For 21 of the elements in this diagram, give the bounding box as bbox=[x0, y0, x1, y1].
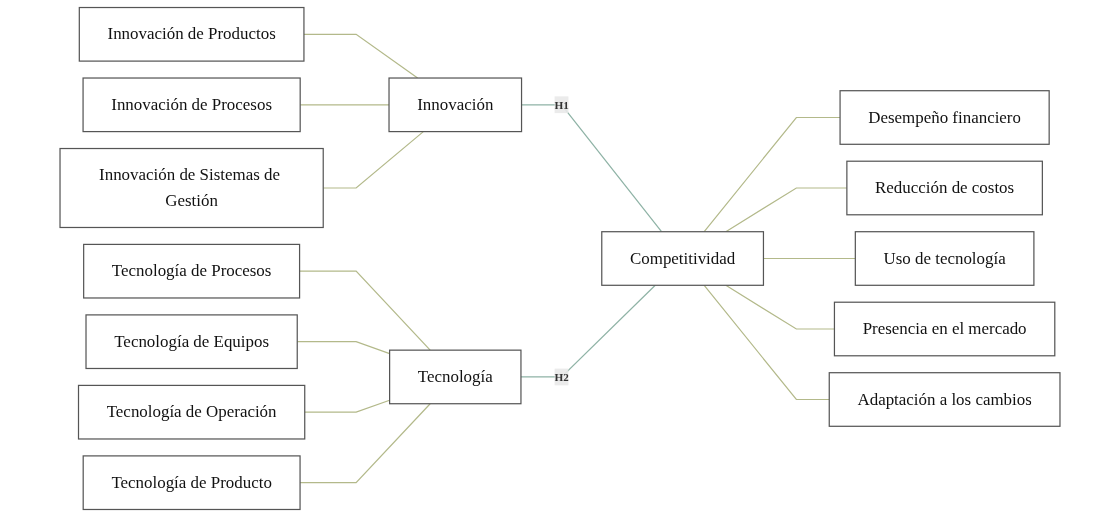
node-box: Tecnología de Equipos bbox=[85, 314, 298, 370]
node-box: Presencia en el mercado bbox=[833, 301, 1056, 357]
node-box: Adaptación a los cambios bbox=[828, 372, 1061, 427]
node-box: Competitividad bbox=[601, 231, 765, 286]
node-box: Tecnología de Producto bbox=[82, 455, 301, 511]
node-box: Uso de tecnología bbox=[854, 231, 1035, 286]
node-box: Tecnología de Operación bbox=[77, 384, 306, 440]
node-box: Tecnología bbox=[389, 349, 522, 405]
node-box: Reducción de costos bbox=[846, 160, 1043, 216]
connector bbox=[520, 284, 656, 378]
node-box: Innovación bbox=[388, 77, 523, 133]
edge-label: H1 bbox=[554, 98, 569, 112]
node-box: Innovación de Productos bbox=[78, 6, 305, 62]
node-box: Desempeño financiero bbox=[839, 90, 1050, 145]
node-box: Tecnología de Procesos bbox=[83, 243, 301, 299]
connector bbox=[703, 284, 830, 401]
node-box: Innovación de Sistemas de Gestión bbox=[59, 147, 324, 229]
connector bbox=[303, 33, 419, 79]
edge-label: H2 bbox=[554, 370, 569, 384]
connector bbox=[703, 116, 841, 233]
node-box: Innovación de Procesos bbox=[82, 77, 301, 133]
